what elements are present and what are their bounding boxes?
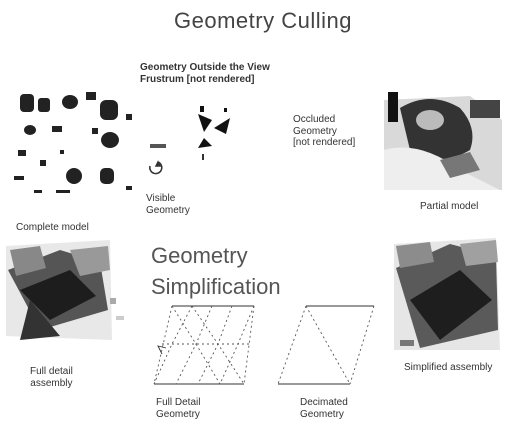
simplified-assembly-image	[394, 238, 500, 350]
complete-model-label: Complete model	[16, 222, 89, 233]
occluded-label: Occluded Geometry [not rendered]	[293, 114, 356, 148]
decimated-geometry-wireframe	[277, 305, 375, 385]
simplified-assembly-label: Simplified assembly	[404, 362, 493, 373]
simplification-heading-line1: Geometry	[151, 243, 248, 268]
outside-frustrum-label: Geometry Outside the View Frustrum [not …	[140, 62, 270, 85]
full-assembly-image	[6, 240, 124, 340]
partial-model-label: Partial model	[420, 201, 479, 212]
decimated-geometry-label: Decimated Geometry	[300, 397, 348, 420]
visible-geometry-label: Visible Geometry	[146, 193, 190, 216]
full-detail-geometry-label: Full Detail Geometry	[156, 397, 201, 420]
page-title: Geometry Culling	[174, 8, 352, 33]
outside-frustrum-shapes	[198, 106, 230, 148]
complete-model-image	[14, 92, 132, 193]
visible-geometry-icon	[149, 144, 204, 175]
full-assembly-label: Full detail assembly	[30, 366, 73, 389]
partial-model-image	[384, 88, 502, 194]
simplification-heading-line2: Simplification	[151, 274, 281, 299]
full-detail-geometry-wireframe	[153, 305, 255, 385]
